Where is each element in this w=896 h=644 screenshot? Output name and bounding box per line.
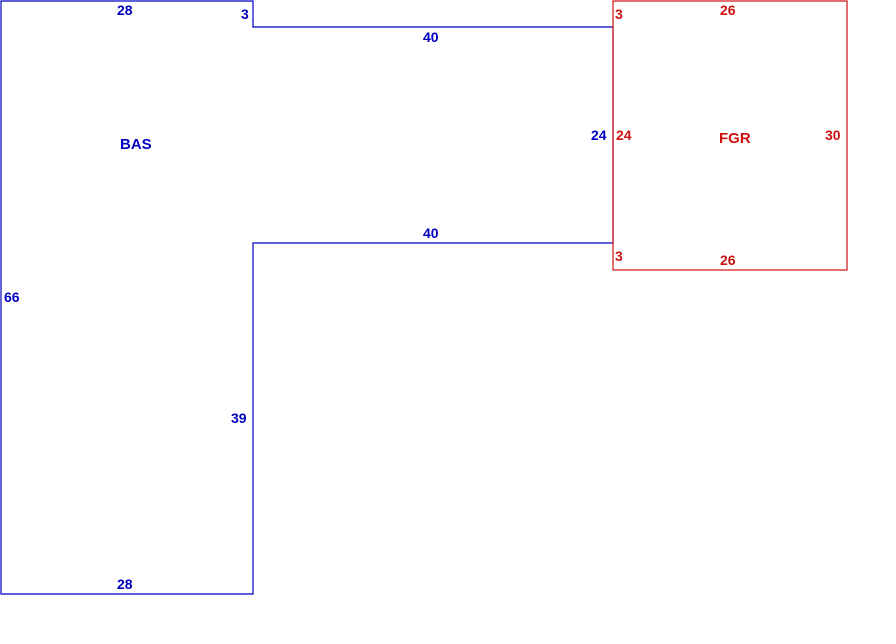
fgr-dim-bottom-left-small: 3: [615, 248, 623, 264]
fgr-room-name: FGR: [719, 130, 751, 147]
bas-dim-bottom: 28: [117, 576, 133, 592]
fgr-dim-top: 26: [720, 2, 736, 18]
bas-dim-inner-leg: 39: [231, 410, 247, 426]
bas-room-outline[interactable]: [0, 0, 614, 595]
fgr-dim-top-left-small: 3: [615, 6, 623, 22]
fgr-dim-right: 30: [825, 127, 841, 143]
fgr-dim-bottom: 26: [720, 252, 736, 268]
bas-dim-arm-top: 40: [423, 29, 439, 45]
fgr-dim-left: 24: [616, 127, 632, 143]
bas-dim-arm-bottom: 40: [423, 225, 439, 241]
bas-dim-left: 66: [4, 289, 20, 305]
bas-dim-top: 28: [117, 2, 133, 18]
bas-room-name: BAS: [120, 136, 152, 153]
bas-dim-notch-right: 3: [241, 6, 249, 22]
fgr-room-outline[interactable]: [612, 0, 848, 271]
bas-dim-arm-end: 24: [591, 127, 607, 143]
